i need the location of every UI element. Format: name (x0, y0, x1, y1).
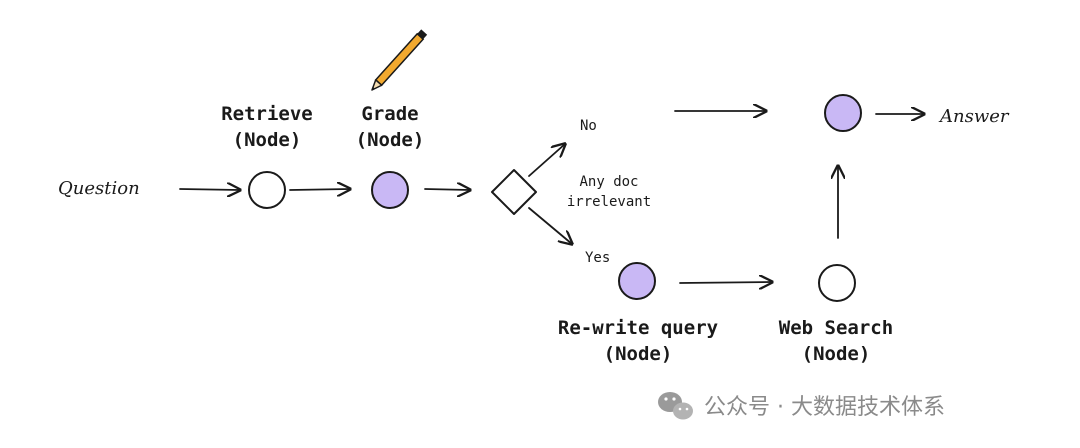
retrieve-label: Retrieve (221, 103, 313, 125)
arrow-question-to-retrieve (179, 189, 240, 190)
web-search-label: Web Search (779, 317, 893, 339)
grade-sublabel: (Node) (356, 129, 425, 151)
answer-node (824, 94, 862, 132)
arrow-rewrite-to-web-search (679, 282, 772, 283)
wechat-icon (658, 392, 693, 420)
no-label: No (580, 118, 597, 134)
rewrite-sublabel: (Node) (604, 343, 673, 365)
grade-label: Grade (361, 103, 418, 125)
yes-label: Yes (585, 250, 610, 266)
decision-label-line2: irrelevant (567, 194, 651, 210)
decision-diamond (491, 169, 537, 215)
arrow-decision-to-yes (528, 207, 572, 244)
answer-label: Answer (938, 106, 1010, 127)
arrow-grade-to-decision (424, 189, 470, 190)
web-search-node (818, 264, 856, 302)
pencil-icon (371, 29, 428, 91)
decision-label-line1: Any doc (579, 174, 638, 190)
watermark-text: 公众号 · 大数据技术体系 (704, 395, 945, 420)
arrow-decision-to-no (528, 144, 565, 177)
watermark: 公众号 · 大数据技术体系 (658, 392, 945, 420)
grade-node (371, 171, 409, 209)
retrieve-sublabel: (Node) (233, 129, 302, 151)
arrow-retrieve-to-grade (289, 189, 350, 190)
question-label: Question (58, 178, 140, 199)
web-search-sublabel: (Node) (802, 343, 871, 365)
rewrite-label: Re-write query (558, 317, 718, 339)
retrieve-node (248, 171, 286, 209)
rewrite-node (618, 262, 656, 300)
